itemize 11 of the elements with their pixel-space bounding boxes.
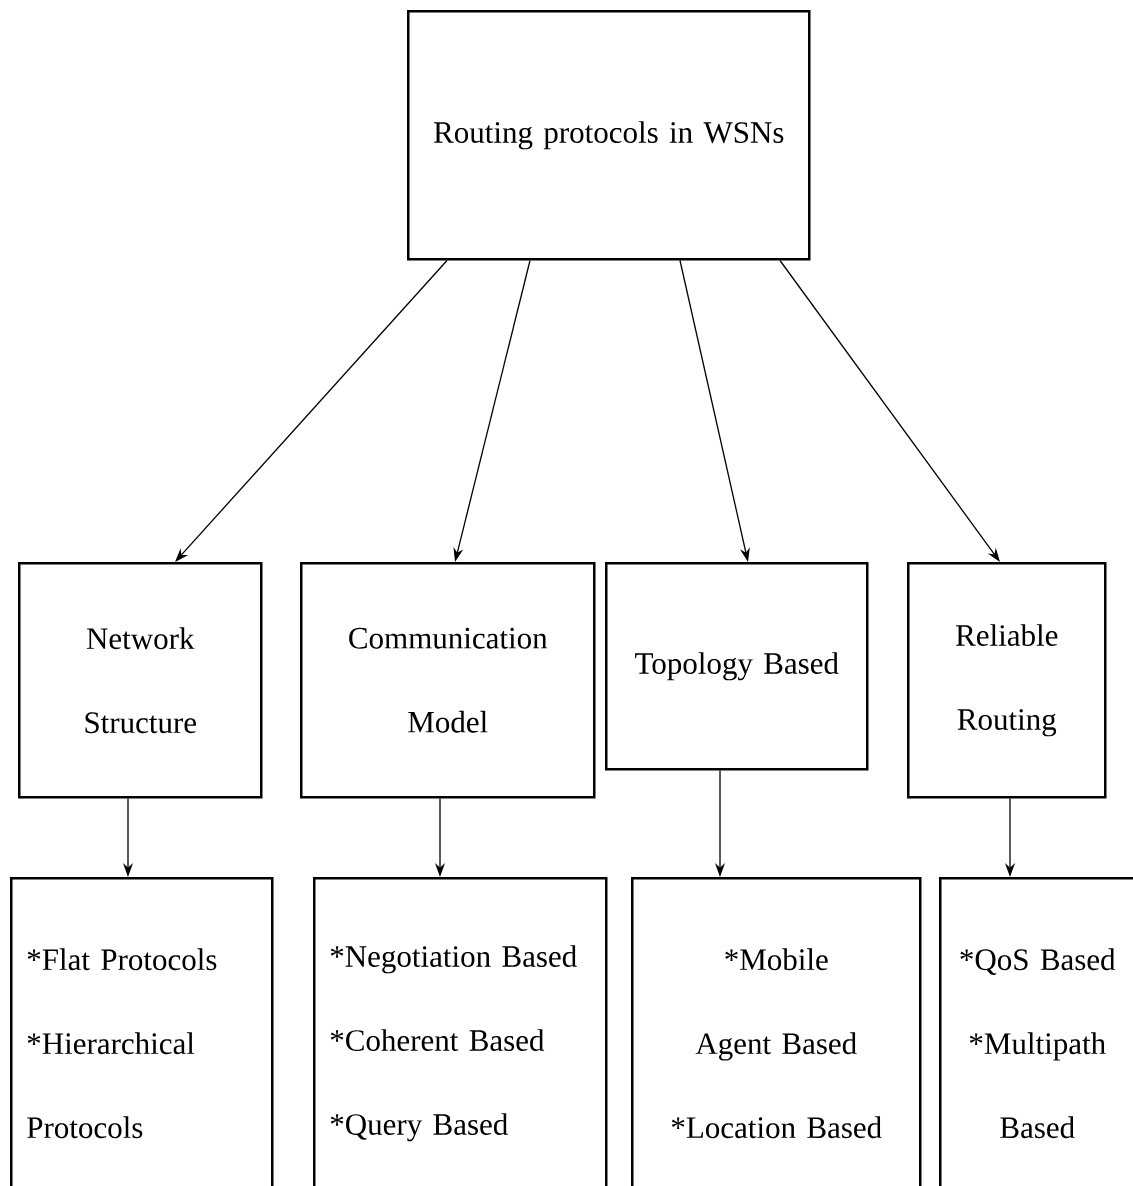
category-box: Communication Model: [300, 562, 596, 799]
title-box: Routing protocols in WSNs: [407, 10, 811, 261]
category-box: Reliable Routing: [907, 562, 1107, 799]
category-box: Topology Based: [605, 562, 869, 771]
list-box: *QoS Based *Multipath Based: [939, 877, 1133, 1186]
list-box: *Mobile Agent Based *Location Based: [631, 877, 922, 1186]
category-box: Network Structure: [18, 562, 263, 799]
arrow: [779, 259, 1000, 562]
list-box: *Negotiation Based *Coherent Based *Query Based: [313, 877, 608, 1186]
list-box: *Flat Protocols *Hierarchical Protocols: [10, 877, 274, 1186]
arrow: [175, 259, 448, 562]
